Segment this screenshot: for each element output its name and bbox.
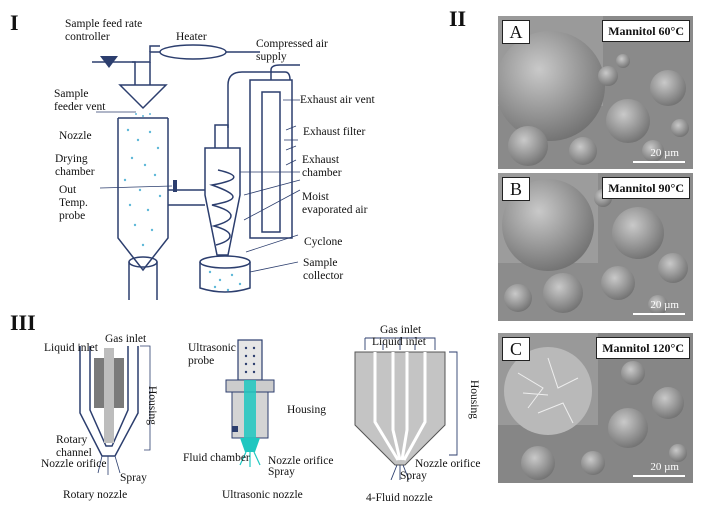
label-moist-evaporated-air: Moist evaporated air xyxy=(302,191,368,216)
sem-temp-b: Mannitol 90°C xyxy=(602,177,690,199)
sem-image-c: C Mannitol 120°C 20 µm xyxy=(498,333,693,483)
scale-bar-a xyxy=(633,161,685,163)
panel-i-label: I xyxy=(10,10,19,35)
sem-temp-c: Mannitol 120°C xyxy=(596,337,690,359)
four-fluid-housing: Housing xyxy=(468,380,480,419)
ultrasonic-housing: Housing xyxy=(287,404,326,416)
ultrasonic-spray: Spray xyxy=(268,466,295,478)
sem-label-a: A xyxy=(502,20,530,44)
ultrasonic-nozzle-orifice: Nozzle orifice xyxy=(268,455,334,467)
feeder-funnel xyxy=(118,84,168,110)
four-fluid-spray: Spray xyxy=(400,470,427,482)
label-exhaust-air-vent: Exhaust air vent xyxy=(300,94,375,106)
scale-bar-b xyxy=(633,313,685,315)
drying-chamber xyxy=(117,118,169,272)
four-fluid-gas-inlet: Gas inlet xyxy=(380,324,422,336)
rotary-channel: Rotary channel xyxy=(56,434,92,459)
ultrasonic-caption: Ultrasonic nozzle xyxy=(222,489,303,501)
label-nozzle: Nozzle xyxy=(59,130,92,142)
sem-label-b: B xyxy=(502,177,530,201)
four-fluid-liquid-inlet: Liquid inlet xyxy=(372,336,426,348)
scale-text-c: 20 µm xyxy=(650,461,679,473)
exhaust-chamber xyxy=(249,79,293,239)
cyclone xyxy=(204,147,241,256)
label-sample-feed-rate-controller: Sample feed rate controller xyxy=(65,18,143,43)
scale-bar-c xyxy=(633,475,685,477)
ultrasonic-probe: Ultrasonic probe xyxy=(188,342,236,367)
four-fluid-nozzle-diagram xyxy=(354,337,458,480)
label-exhaust-chamber: Exhaust chamber xyxy=(302,154,342,179)
scale-text-a: 20 µm xyxy=(650,147,679,159)
connect-pipe xyxy=(168,189,205,206)
panel-iii-label: III xyxy=(10,310,36,335)
ultrasonic-fluid-chamber: Fluid chamber xyxy=(183,452,250,464)
sem-particles-c xyxy=(498,333,693,483)
powder-dots xyxy=(123,113,242,292)
feed-line xyxy=(92,61,136,72)
label-heater: Heater xyxy=(176,31,207,43)
ultrasonic-nozzle-diagram xyxy=(225,339,275,467)
rotary-housing: Housing xyxy=(146,386,158,425)
sample-collector xyxy=(199,262,251,293)
sem-image-a: A Mannitol 60°C 20 µm xyxy=(498,16,693,169)
label-sample-feeder-vent: Sample feeder vent xyxy=(54,88,106,113)
rotary-gas-inlet: Gas inlet xyxy=(105,333,147,345)
label-cyclone: Cyclone xyxy=(304,236,343,248)
rotary-nozzle-orifice: Nozzle orifice xyxy=(41,458,107,470)
panel-ii-label: II xyxy=(449,6,467,31)
rotary-nozzle-diagram xyxy=(79,345,151,475)
heater xyxy=(159,44,227,60)
rotary-caption: Rotary nozzle xyxy=(63,489,128,501)
four-fluid-caption: 4-Fluid nozzle xyxy=(366,492,433,504)
air-line xyxy=(132,51,160,63)
label-out-temp-probe: Out Temp. probe xyxy=(59,184,88,222)
four-fluid-nozzle-orifice: Nozzle orifice xyxy=(415,458,481,470)
label-compressed-air-supply: Compressed air supply xyxy=(256,38,328,63)
spray-dryer-diagram xyxy=(92,44,301,300)
label-sample-collector: Sample collector xyxy=(303,257,344,282)
rotary-spray: Spray xyxy=(120,472,147,484)
feed-valve xyxy=(100,56,118,68)
scale-text-b: 20 µm xyxy=(650,299,679,311)
label-exhaust-filter: Exhaust filter xyxy=(303,126,366,138)
sem-particles-b xyxy=(498,173,693,321)
rotary-liquid-inlet: Liquid inlet xyxy=(44,342,98,354)
label-drying-chamber: Drying chamber xyxy=(55,153,95,178)
sem-temp-a: Mannitol 60°C xyxy=(602,20,690,42)
sem-image-b: B Mannitol 90°C 20 µm xyxy=(498,173,693,321)
sem-label-c: C xyxy=(502,337,530,361)
